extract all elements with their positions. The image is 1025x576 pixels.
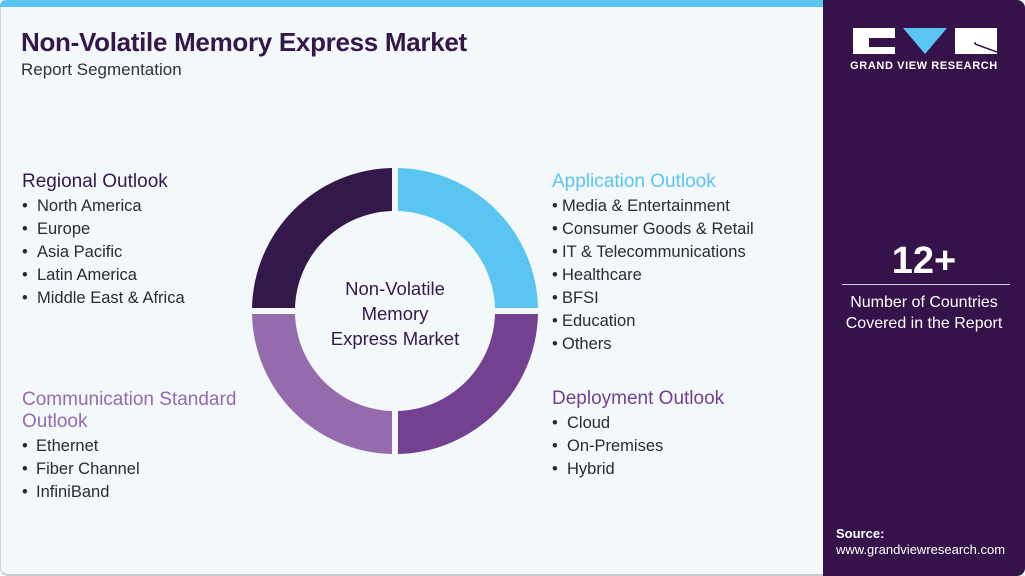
regional-outlook-section: Regional Outlook • North America • Europe … bbox=[22, 171, 185, 310]
stat-label-line-1: Number of Countries bbox=[850, 294, 998, 311]
countries-count: 12+ bbox=[891, 240, 957, 282]
bullet-icon: • bbox=[22, 460, 28, 478]
stat-divider bbox=[842, 284, 1010, 285]
title-line-2: Outlook bbox=[22, 411, 88, 432]
item-label: Europe bbox=[37, 220, 91, 238]
stat-label-line-2: Covered in the Report bbox=[845, 315, 1003, 332]
source-label: Source: bbox=[836, 526, 885, 541]
top-accent-bar bbox=[0, 0, 823, 7]
list-item: •Education bbox=[552, 310, 754, 333]
list-item: •Consumer Goods & Retail bbox=[552, 218, 754, 241]
deployment-outlook-section: Deployment Outlook • Cloud • On-Premises •… bbox=[552, 388, 724, 481]
bullet-icon: • bbox=[22, 220, 28, 238]
regional-outlook-title: Regional Outlook bbox=[22, 171, 168, 192]
item-label: Hybrid bbox=[567, 460, 615, 478]
countries-label: Number of Countries Covered in the Repor… bbox=[823, 292, 1025, 334]
communication-outlook-title: Communication Standard Outlook bbox=[22, 389, 236, 433]
list-item: • Europe bbox=[22, 218, 185, 241]
donut-center-label: Non-Volatile Memory Express Market bbox=[310, 276, 480, 351]
regional-outlook-list: • North America • Europe • Asia Pacific • La… bbox=[22, 195, 185, 310]
bullet-icon: • bbox=[552, 335, 558, 353]
list-item: • Hybrid bbox=[552, 458, 724, 481]
page-title: Non-Volatile Memory Express Market bbox=[21, 27, 467, 57]
item-label: Latin America bbox=[37, 266, 137, 284]
donut-segment-regional bbox=[252, 168, 392, 308]
brand-sidebar: GRAND VIEW RESEARCH 12+ Number of Countr… bbox=[823, 0, 1025, 576]
bullet-icon: • bbox=[22, 483, 28, 501]
item-label: On-Premises bbox=[567, 437, 664, 455]
bullet-icon: • bbox=[22, 437, 28, 455]
list-item: • Cloud bbox=[552, 412, 724, 435]
list-item: • North America bbox=[22, 195, 185, 218]
list-item: • Middle East & Africa bbox=[22, 287, 185, 310]
title-line-1: Communication Standard bbox=[22, 389, 237, 410]
bullet-icon: • bbox=[552, 289, 558, 307]
item-label: Cloud bbox=[567, 414, 611, 432]
bullet-icon: • bbox=[22, 289, 28, 307]
grand-view-research-logo-icon bbox=[853, 28, 997, 54]
item-label: Healthcare bbox=[562, 266, 642, 284]
item-label: North America bbox=[37, 197, 142, 215]
list-item: • Fiber Channel bbox=[22, 458, 236, 481]
deployment-outlook-title: Deployment Outlook bbox=[552, 388, 725, 409]
communication-outlook-section: Communication Standard Outlook • Ethernet… bbox=[22, 389, 236, 504]
list-item: • Asia Pacific bbox=[22, 241, 185, 264]
bullet-icon: • bbox=[552, 266, 558, 284]
item-label: Media & Entertainment bbox=[562, 197, 730, 215]
donut-segment-application bbox=[398, 168, 538, 308]
item-label: IT & Telecommunications bbox=[562, 243, 746, 261]
application-outlook-title: Application Outlook bbox=[552, 171, 716, 192]
deployment-outlook-list: • Cloud • On-Premises • Hybrid bbox=[552, 412, 724, 481]
bullet-icon: • bbox=[552, 243, 558, 261]
list-item: • Ethernet bbox=[22, 435, 236, 458]
list-item: • Latin America bbox=[22, 264, 185, 287]
item-label: BFSI bbox=[562, 289, 599, 307]
center-line-2: Memory bbox=[361, 303, 429, 324]
list-item: •Others bbox=[552, 333, 754, 356]
bullet-icon: • bbox=[22, 266, 28, 284]
list-item: • On-Premises bbox=[552, 435, 724, 458]
item-label: Others bbox=[562, 335, 612, 353]
list-item: •Media & Entertainment bbox=[552, 195, 754, 218]
segmentation-donut bbox=[252, 168, 538, 454]
source-url: www.grandviewresearch.com bbox=[836, 542, 1006, 557]
item-label: Asia Pacific bbox=[37, 243, 123, 261]
item-label: Fiber Channel bbox=[36, 460, 140, 478]
main-panel bbox=[0, 7, 823, 576]
bullet-icon: • bbox=[552, 437, 558, 455]
page-subtitle: Report Segmentation bbox=[21, 60, 182, 79]
application-outlook-section: Application Outlook •Media & Entertainme… bbox=[552, 171, 754, 356]
brand-name: GRAND VIEW RESEARCH bbox=[850, 60, 998, 72]
list-item: •BFSI bbox=[552, 287, 754, 310]
bullet-icon: • bbox=[22, 197, 28, 215]
bullet-icon: • bbox=[552, 220, 558, 238]
bullet-icon: • bbox=[552, 312, 558, 330]
center-line-1: Non-Volatile bbox=[345, 278, 445, 299]
item-label: Consumer Goods & Retail bbox=[562, 220, 754, 238]
list-item: •Healthcare bbox=[552, 264, 754, 287]
communication-outlook-list: • Ethernet • Fiber Channel • InfiniBand bbox=[22, 435, 236, 504]
list-item: •IT & Telecommunications bbox=[552, 241, 754, 264]
item-label: Middle East & Africa bbox=[37, 289, 185, 307]
bullet-icon: • bbox=[22, 243, 28, 261]
center-line-3: Express Market bbox=[330, 328, 460, 349]
application-outlook-list: •Media & Entertainment •Consumer Goods &… bbox=[552, 195, 754, 356]
item-label: Education bbox=[562, 312, 636, 330]
donut-segment-communication bbox=[252, 314, 392, 454]
item-label: InfiniBand bbox=[36, 483, 110, 501]
bullet-icon: • bbox=[552, 197, 558, 215]
item-label: Ethernet bbox=[36, 437, 99, 455]
list-item: • InfiniBand bbox=[22, 481, 236, 504]
bullet-icon: • bbox=[552, 414, 558, 432]
donut-segment-deployment bbox=[398, 314, 538, 454]
bullet-icon: • bbox=[552, 460, 558, 478]
